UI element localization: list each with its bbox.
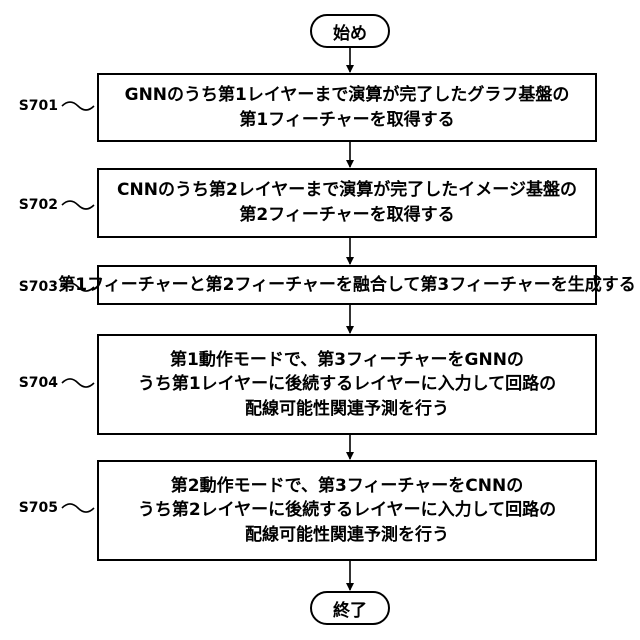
leader-s705 (62, 504, 94, 512)
start-label: 始め (333, 19, 367, 44)
step-line: 配線可能性関連予測を行う (245, 397, 449, 422)
start-terminal: 始め (310, 14, 390, 48)
step-box-s702: CNNのうち第2レイヤーまで演算が完了したイメージ基盤の 第2フィーチャーを取得… (97, 168, 597, 238)
step-line: 第1フィーチャーと第2フィーチャーを融合して第3フィーチャーを生成する (58, 273, 635, 298)
step-id-s701: S701 (2, 99, 58, 113)
step-line: 配線可能性関連予測を行う (245, 523, 449, 548)
step-box-s703: 第1フィーチャーと第2フィーチャーを融合して第3フィーチャーを生成する (97, 265, 597, 305)
step-box-s701: GNNのうち第1レイヤーまで演算が完了したグラフ基盤の 第1フィーチャーを取得す… (97, 73, 597, 142)
step-box-s704: 第1動作モードで、第3フィーチャーをGNNの うち第1レイヤーに後続するレイヤー… (97, 334, 597, 435)
leader-s702 (62, 201, 94, 209)
step-line: うち第1レイヤーに後続するレイヤーに入力して回路の (138, 372, 556, 397)
step-id-s705: S705 (2, 501, 58, 515)
step-box-s705: 第2動作モードで、第3フィーチャーをCNNの うち第2レイヤーに後続するレイヤー… (97, 460, 597, 561)
step-line: 第1動作モードで、第3フィーチャーをGNNの (170, 348, 524, 373)
end-terminal: 終了 (310, 591, 390, 625)
step-line: 第1フィーチャーを取得する (239, 108, 454, 133)
leader-s704 (62, 379, 94, 387)
step-id-s704: S704 (2, 376, 58, 390)
step-line: 第2動作モードで、第3フィーチャーをCNNの (171, 474, 523, 499)
step-id-s703: S703 (2, 280, 58, 294)
step-line: うち第2レイヤーに後続するレイヤーに入力して回路の (138, 498, 556, 523)
leader-s701 (62, 102, 94, 110)
step-line: GNNのうち第1レイヤーまで演算が完了したグラフ基盤の (125, 83, 570, 108)
step-id-s702: S702 (2, 198, 58, 212)
end-label: 終了 (333, 596, 367, 621)
step-line: CNNのうち第2レイヤーまで演算が完了したイメージ基盤の (117, 178, 577, 203)
step-line: 第2フィーチャーを取得する (239, 203, 454, 228)
